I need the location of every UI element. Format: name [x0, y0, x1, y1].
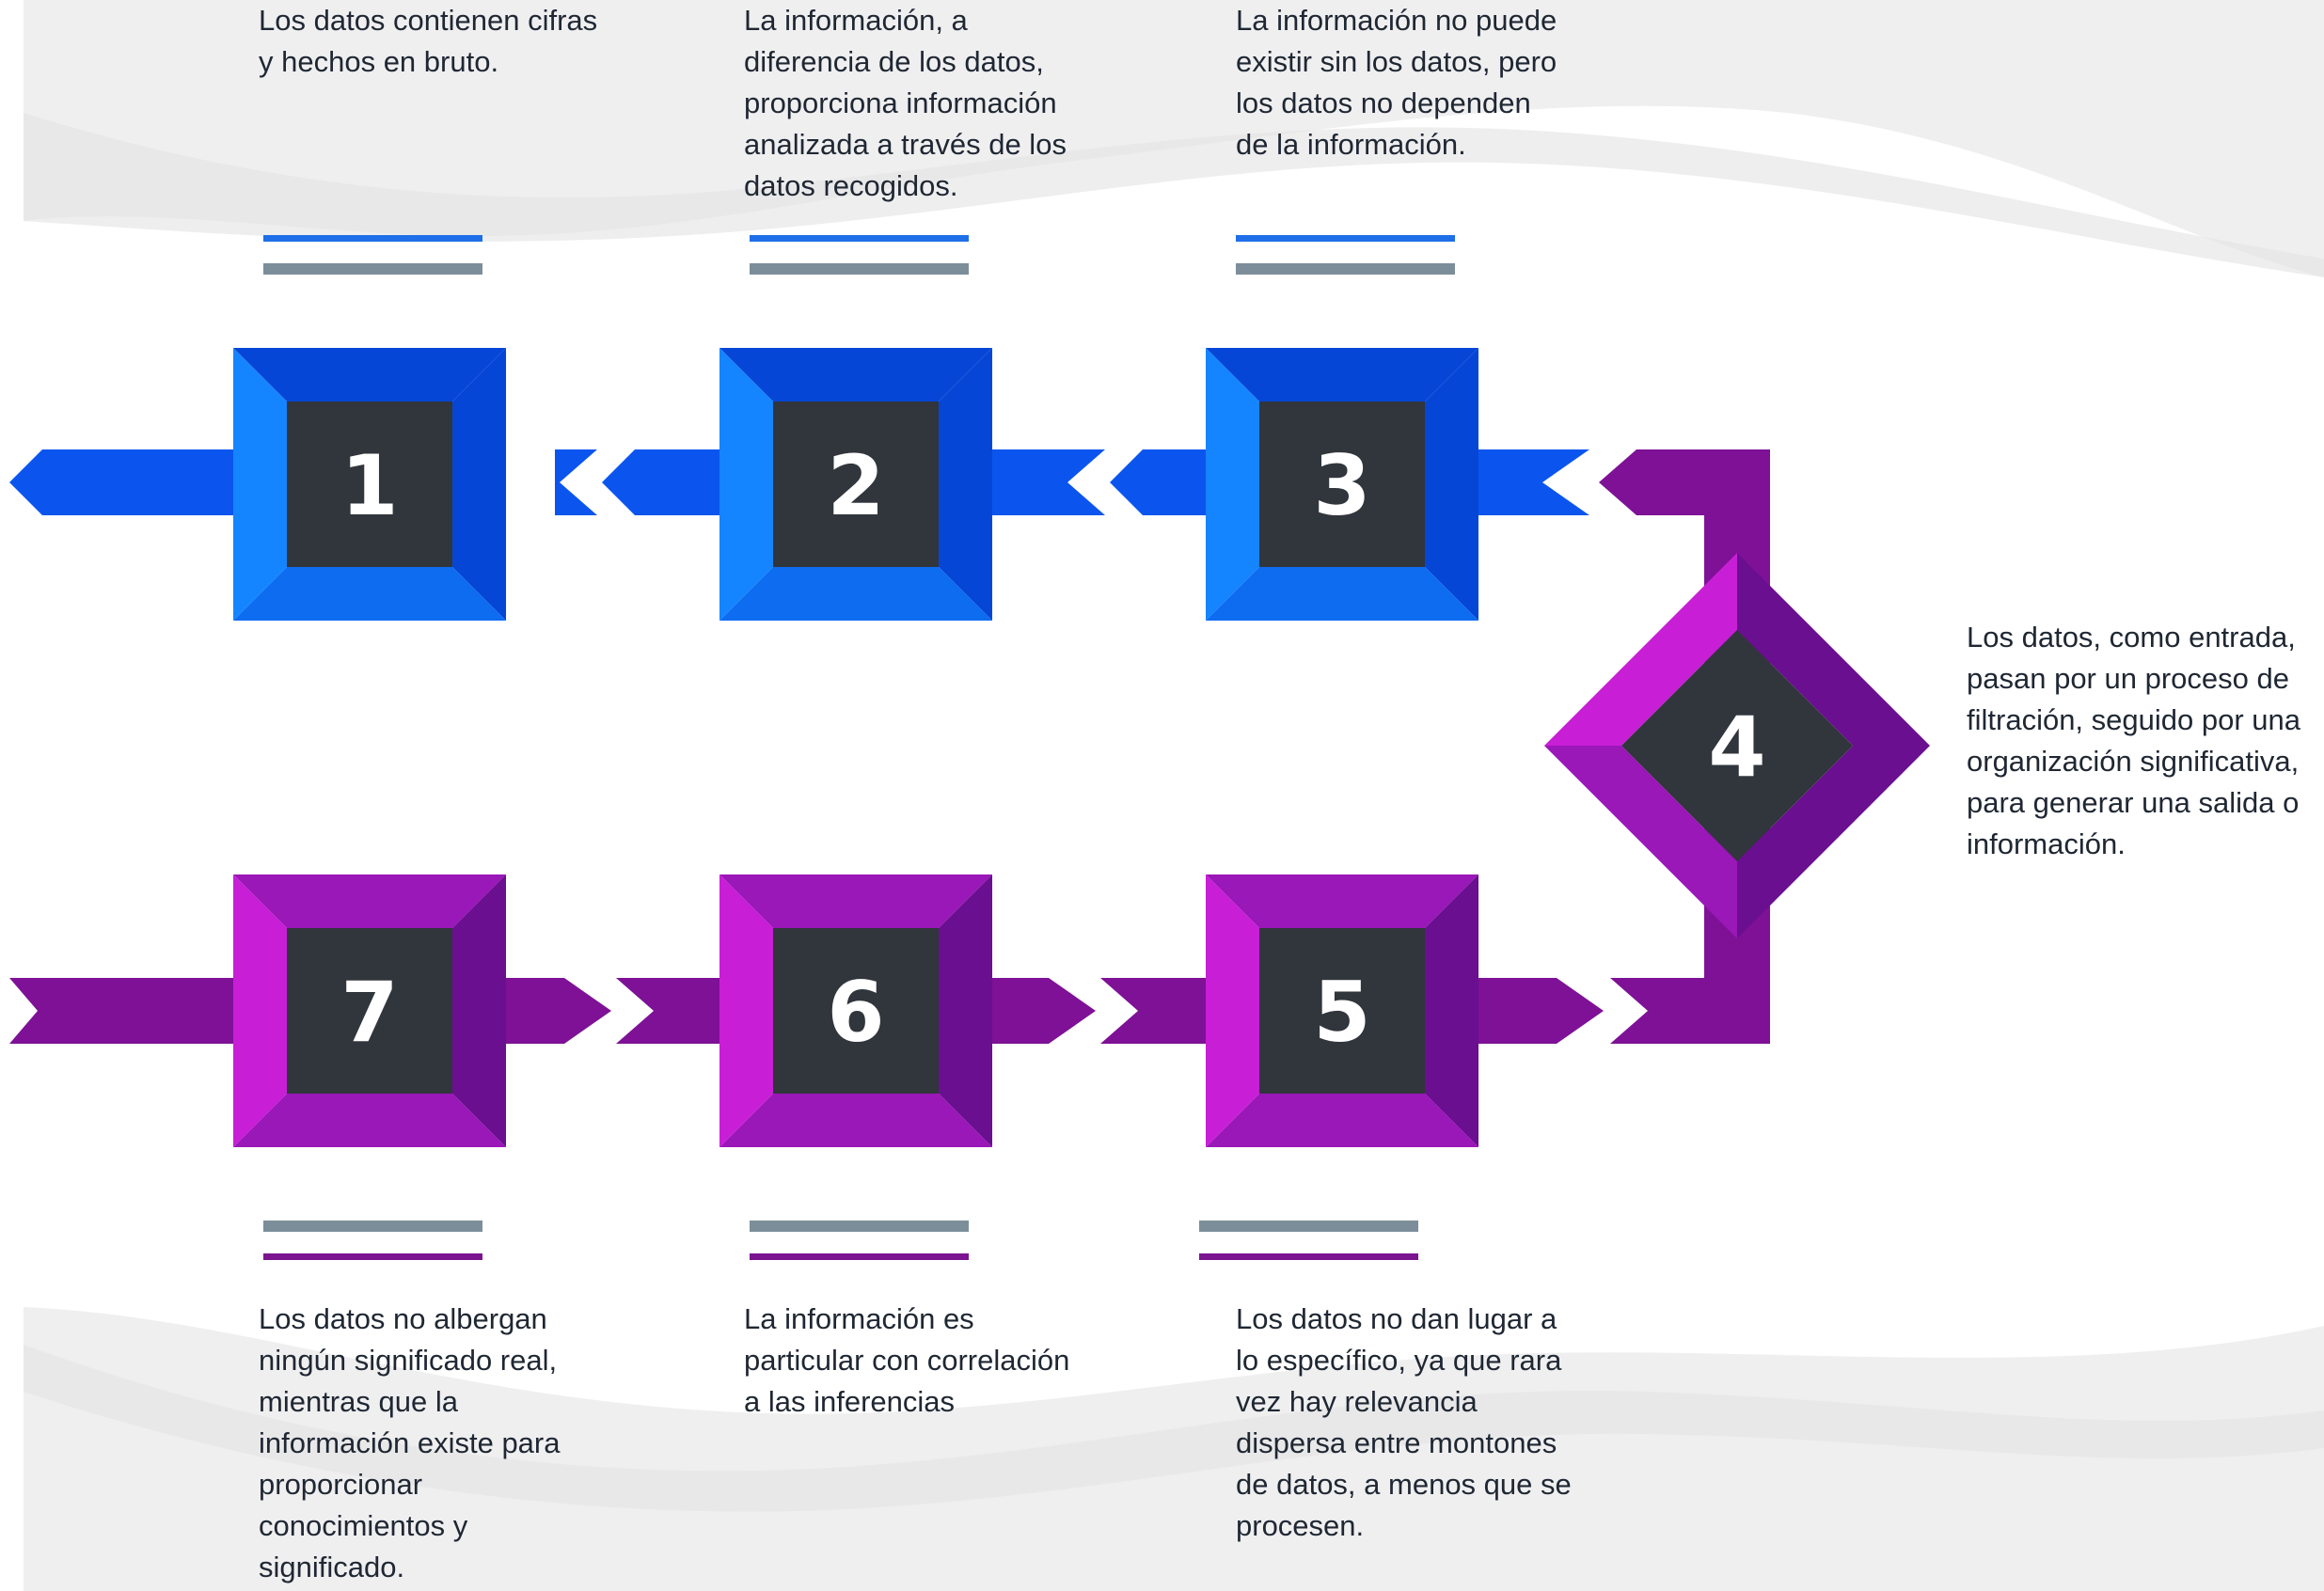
divider-purple-step-5	[1199, 1253, 1418, 1260]
caption-step-3: La información no puede existir sin los …	[1236, 4, 1557, 161]
step-7-bevel-bottom	[233, 1094, 506, 1147]
divider-blue-step-3	[1236, 235, 1455, 242]
step-7-center	[287, 928, 452, 1094]
step-3-bevel-top	[1206, 348, 1478, 402]
step-4-bevel-bottom-right	[1737, 746, 1930, 938]
step-4-bevel-bottom-left	[1544, 746, 1737, 938]
step-4-bevel-top-left	[1544, 553, 1737, 746]
step-1-number: 1	[340, 437, 398, 534]
step-6-bevel-right	[939, 874, 992, 1147]
step-5-bevel-left	[1206, 874, 1259, 1147]
step-1-bevel-left	[233, 348, 287, 621]
divider-gray-step-5	[1199, 1221, 1418, 1232]
step-4-bevel-top-right	[1737, 553, 1930, 746]
step-7-bevel-right	[452, 874, 506, 1147]
connector-arrow-top-6	[1462, 449, 1589, 515]
step-2-bevel-left	[719, 348, 773, 621]
step-2-bevel-top	[719, 348, 992, 402]
step-4-center	[1621, 630, 1853, 861]
step-2-bevel-bottom	[719, 567, 992, 621]
divider-gray-step-3	[1236, 263, 1455, 275]
step-1-center	[287, 402, 452, 567]
step-7-number: 7	[340, 964, 398, 1061]
step-6-bevel-bottom	[719, 1094, 992, 1147]
step-2-center	[773, 402, 939, 567]
divider-purple-step-7	[263, 1253, 482, 1260]
step-6-bevel-top	[719, 874, 992, 928]
step-6-center	[773, 928, 939, 1094]
step-7-bevel-top	[233, 874, 506, 928]
divider-gray-step-2	[750, 263, 969, 275]
connector-arrow-top-4	[978, 449, 1105, 515]
caption-step-6: La información es particular con correla…	[744, 1302, 1070, 1418]
step-3-bevel-left	[1206, 348, 1259, 621]
bottom-wave-shade	[24, 1345, 2324, 1512]
connector-arrow-top-1	[9, 449, 245, 515]
step-6-bevel-left	[719, 874, 773, 1147]
divider-gray-step-6	[750, 1221, 969, 1232]
step-7-bevel-left	[233, 874, 287, 1147]
step-5-bevel-top	[1206, 874, 1478, 928]
step-6-number: 6	[827, 964, 884, 1061]
step-2-bevel-right	[939, 348, 992, 621]
connector-arrow-top-3	[602, 449, 734, 515]
step-1-bevel-top	[233, 348, 506, 402]
step-5-bevel-bottom	[1206, 1094, 1478, 1147]
step-5-bevel-right	[1425, 874, 1478, 1147]
step-3-number: 3	[1313, 437, 1370, 534]
divider-gray-step-1	[263, 263, 482, 275]
step-1-bevel-bottom	[233, 567, 506, 621]
connector-arrow-top-2	[555, 449, 597, 515]
step-2-number: 2	[827, 437, 884, 534]
divider-purple-step-6	[750, 1253, 969, 1260]
divider-blue-step-2	[750, 235, 969, 242]
step-5-center	[1259, 928, 1425, 1094]
step-4-number: 4	[1708, 699, 1765, 796]
caption-step-5: Los datos no dan lugar a lo específico, …	[1236, 1302, 1572, 1542]
connector-arrow-top-5	[1110, 449, 1223, 515]
step-3-bevel-right	[1425, 348, 1478, 621]
step-3-center	[1259, 402, 1425, 567]
top-wave-shade	[24, 113, 2324, 277]
step-5-number: 5	[1313, 964, 1370, 1061]
divider-blue-step-1	[263, 235, 482, 242]
caption-step-2: La información, a diferencia de los dato…	[744, 4, 1067, 202]
step-1-bevel-right	[452, 348, 506, 621]
caption-step-1: Los datos contienen cifras y hechos en b…	[259, 4, 598, 78]
caption-step-4: Los datos, como entrada, pasan por un pr…	[1967, 621, 2301, 860]
caption-step-7: Los datos no albergan ningún significado…	[259, 1302, 561, 1583]
step-3-bevel-bottom	[1206, 567, 1478, 621]
divider-gray-step-7	[263, 1221, 482, 1232]
